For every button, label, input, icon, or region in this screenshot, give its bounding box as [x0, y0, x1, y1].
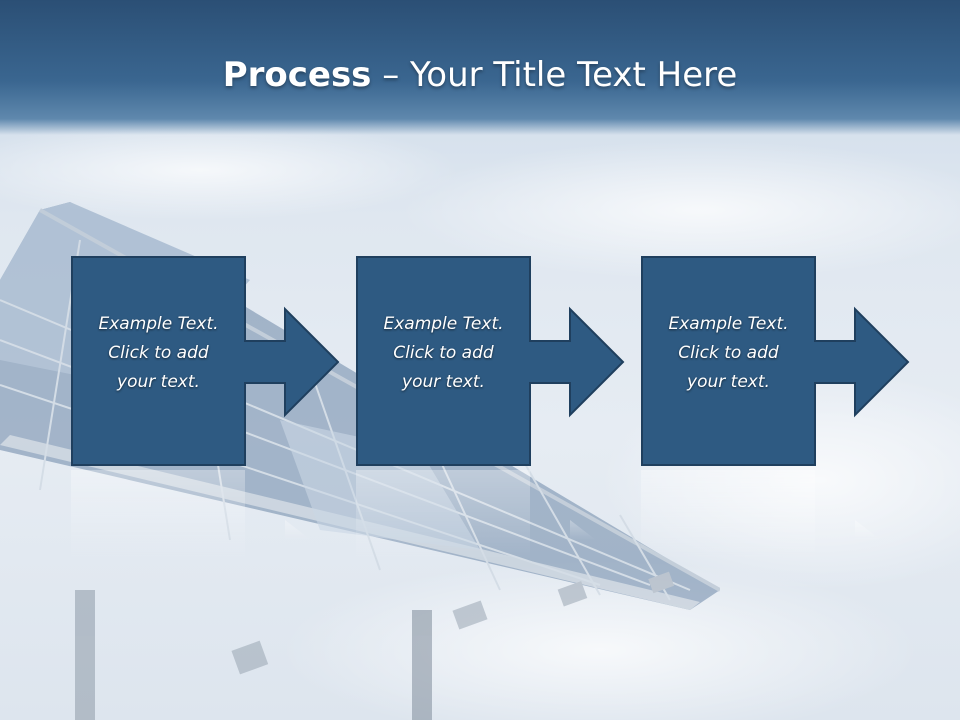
step-3-text[interactable]: Example Text. Click to add your text. [668, 314, 789, 392]
step-1-reflection [71, 470, 311, 560]
step-2-reflection [356, 470, 596, 560]
step-2-text[interactable]: Example Text. Click to add your text. [383, 314, 504, 392]
arrow-box-shape [71, 256, 340, 466]
title-banner [0, 0, 960, 135]
process-step-3[interactable]: Example Text. Click to add your text. [641, 256, 910, 466]
slide-title[interactable]: Process – Your Title Text Here [0, 52, 960, 98]
title-rest-part: – Your Title Text Here [371, 55, 738, 95]
step-1-text[interactable]: Example Text. Click to add your text. [98, 314, 219, 392]
arrow-box-shape [356, 256, 625, 466]
step-3-reflection [641, 470, 881, 560]
title-bold-part: Process [222, 55, 372, 95]
process-step-1[interactable]: Example Text. Click to add your text. [71, 256, 340, 466]
arrow-box-shape [641, 256, 910, 466]
process-step-2[interactable]: Example Text. Click to add your text. [356, 256, 625, 466]
